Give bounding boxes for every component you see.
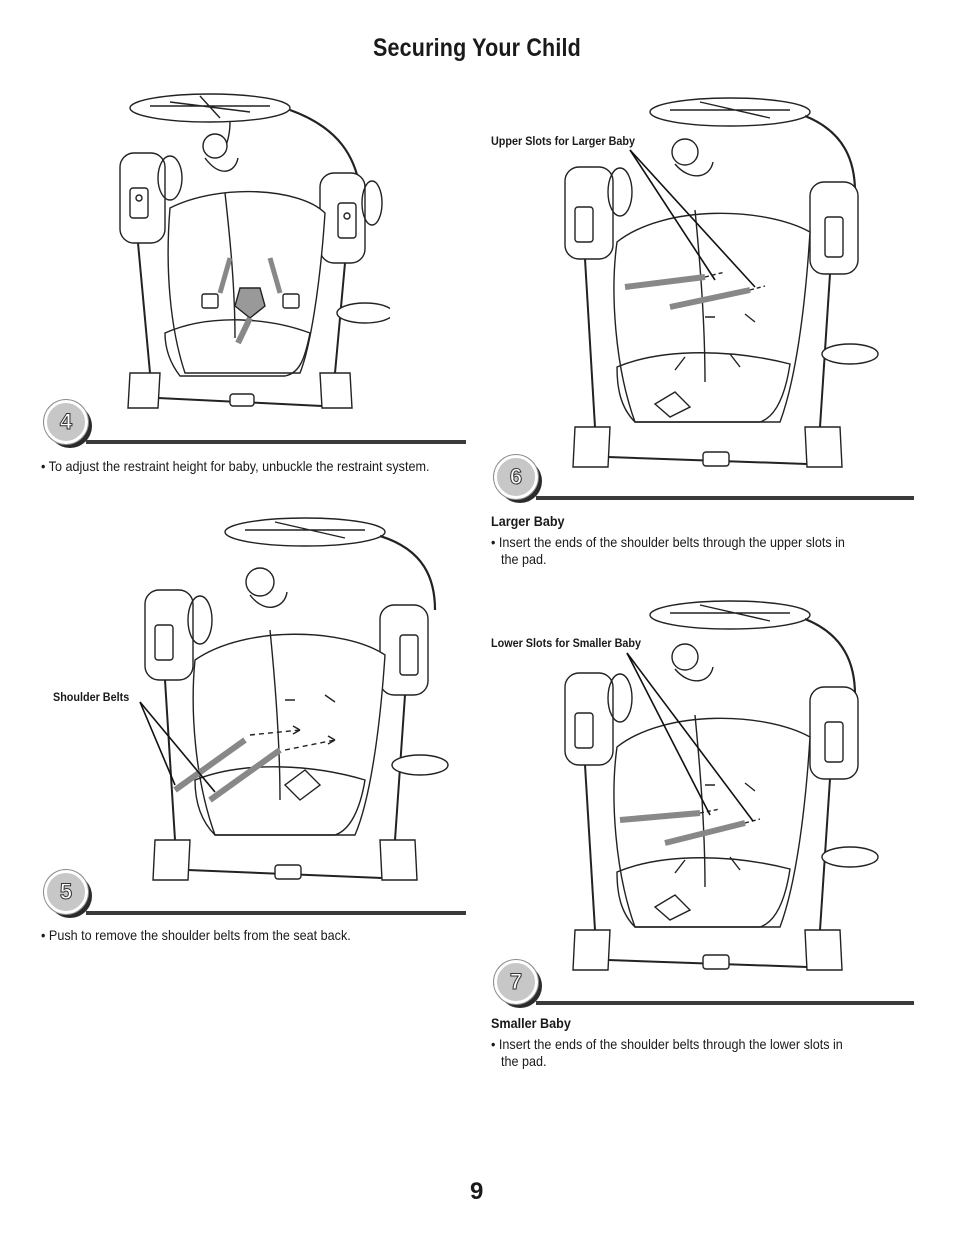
callout-shoulder-belts: Shoulder Belts [53, 690, 130, 704]
step-4-number: 4 [59, 409, 73, 435]
step-7-badge: 7 [494, 960, 538, 1004]
step-6-number: 6 [509, 464, 523, 490]
step-5-number: 5 [59, 879, 73, 905]
swing-illustration-step-5 [135, 510, 455, 895]
step-6-subheading: Larger Baby [491, 513, 565, 529]
step-5-bullet: • Push to remove the shoulder belts from… [41, 927, 351, 943]
swing-illustration-step-7 [555, 595, 890, 985]
step-4-divider [86, 440, 466, 444]
page-number: 9 [470, 1178, 484, 1205]
step-5-badge: 5 [44, 870, 88, 914]
page-title: Securing Your Child [373, 34, 581, 62]
swing-illustration-step-4 [110, 88, 390, 423]
swing-illustration-step-6 [555, 92, 890, 482]
step-7-subheading: Smaller Baby [491, 1015, 571, 1031]
callout-upper-slots: Upper Slots for Larger Baby [491, 134, 636, 148]
step-6-bullet-line-1: • Insert the ends of the shoulder belts … [491, 534, 845, 550]
callout-lower-slots: Lower Slots for Smaller Baby [491, 636, 642, 650]
step-7-divider [536, 1001, 914, 1005]
step-5-divider [86, 911, 466, 915]
step-6-divider [536, 496, 914, 500]
step-6-bullet-line-2: the pad. [501, 551, 547, 567]
step-6-badge: 6 [494, 455, 538, 499]
step-4-badge: 4 [44, 400, 88, 444]
step-4-bullet: • To adjust the restraint height for bab… [41, 458, 430, 474]
step-7-bullet-line-1: • Insert the ends of the shoulder belts … [491, 1036, 843, 1052]
step-7-bullet-line-2: the pad. [501, 1053, 547, 1069]
step-7-number: 7 [509, 969, 523, 995]
